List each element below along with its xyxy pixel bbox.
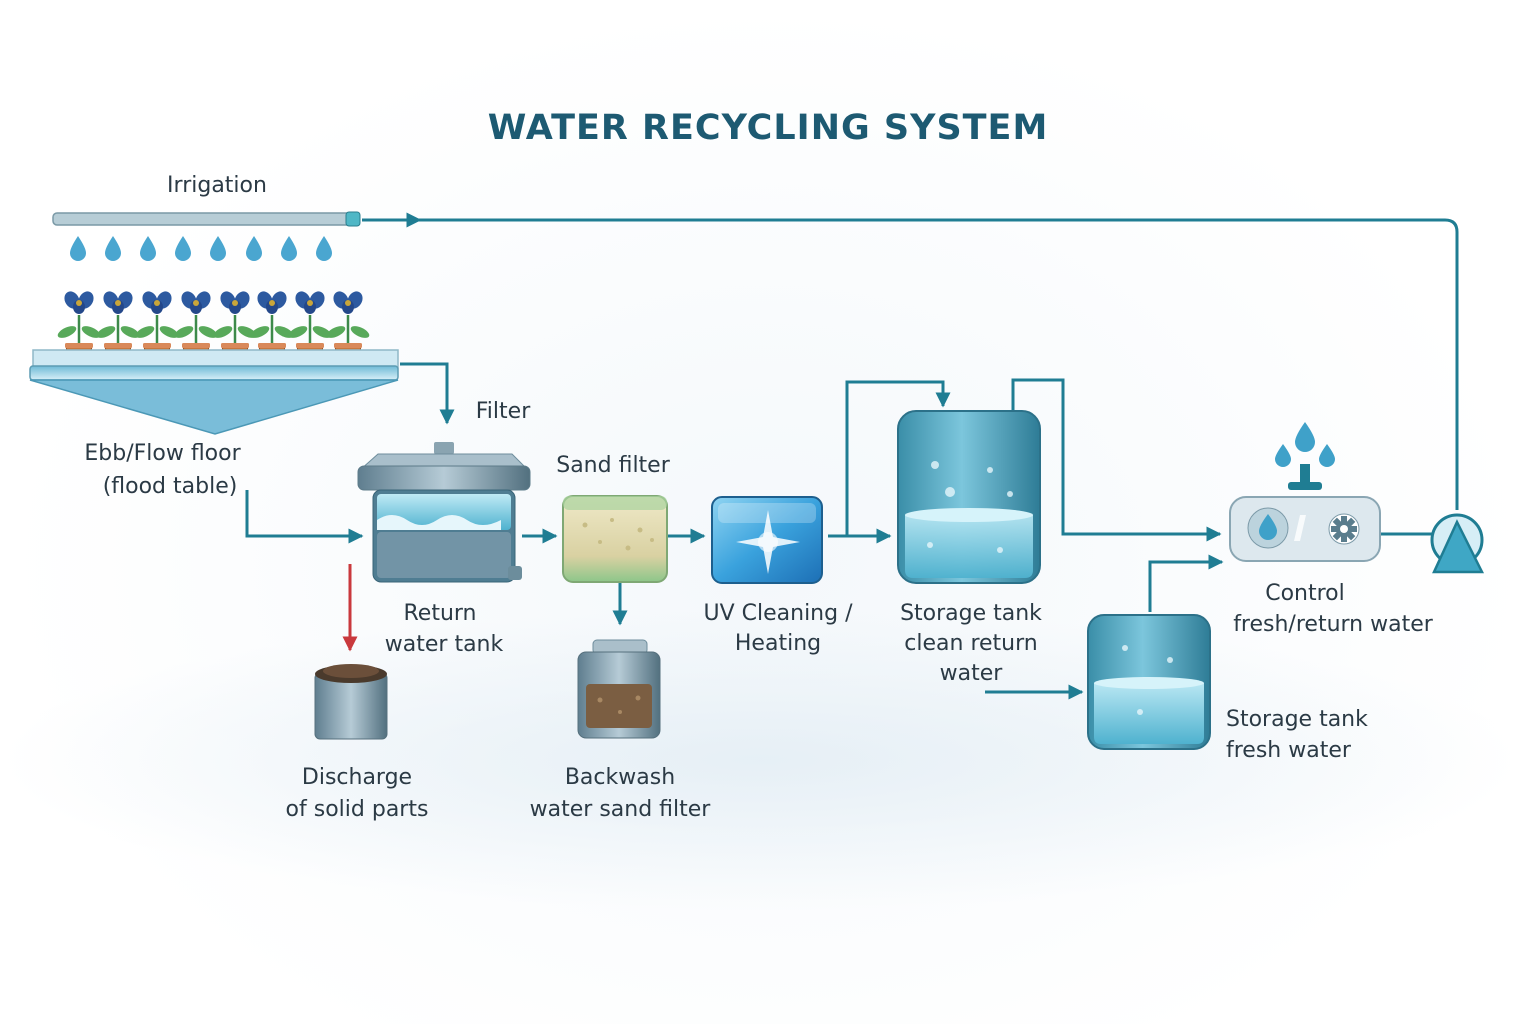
label-storage-clean-1: Storage tank	[900, 601, 1042, 626]
clean-to-control-pipe	[1011, 378, 1222, 542]
label-return-tank-1: Return	[403, 601, 477, 626]
fresh-to-control-pipe	[1148, 554, 1224, 612]
sand-filter	[562, 495, 668, 583]
label-filter: Filter	[475, 399, 531, 424]
label-uv-2: Heating	[734, 631, 822, 656]
label-backwash-1: Backwash	[564, 765, 676, 790]
label-ebb-flow-floor: Ebb/Flow floor	[84, 441, 241, 466]
uv-loop-pipe	[845, 380, 951, 536]
label-storage-clean-3: water	[939, 661, 1003, 686]
flood-table	[29, 349, 399, 435]
label-flood-table: (flood table)	[102, 474, 238, 499]
label-irrigation: Irrigation	[167, 173, 267, 198]
label-uv-1: UV Cleaning /	[703, 601, 853, 626]
irrigation-return-pipe	[420, 218, 1459, 510]
label-sand-filter: Sand filter	[556, 453, 670, 478]
page-title: WATER RECYCLING SYSTEM	[487, 108, 1049, 148]
discharge-container	[314, 664, 388, 740]
label-control: Control	[1265, 581, 1345, 606]
water-drop-icons	[70, 236, 332, 261]
flood-table-drain-arrow	[245, 490, 364, 544]
pump-icon	[1430, 513, 1485, 574]
label-discharge-1: Discharge	[301, 765, 413, 790]
label-discharge-2: of solid parts	[285, 797, 429, 822]
filter-down-arrow	[400, 362, 455, 425]
control-unit	[1229, 422, 1381, 562]
storage-tank-clean	[897, 410, 1041, 584]
gear-icon	[1328, 513, 1360, 545]
return-water-tank	[357, 442, 531, 583]
uv-unit	[711, 496, 823, 584]
label-backwash-2: water sand filter	[529, 797, 711, 822]
pipe-network	[245, 212, 1459, 700]
label-control-sub: fresh/return water	[1233, 612, 1433, 637]
backwash-container	[577, 639, 661, 739]
storage-tank-fresh	[1087, 614, 1211, 750]
label-return-tank-2: water tank	[384, 632, 504, 657]
water-drop-icon	[1275, 422, 1335, 467]
irrigation-bar	[52, 211, 361, 227]
label-storage-fresh-1: Storage tank	[1226, 707, 1368, 732]
label-storage-fresh-2: fresh water	[1226, 738, 1351, 763]
label-storage-clean-2: clean return	[904, 631, 1038, 656]
